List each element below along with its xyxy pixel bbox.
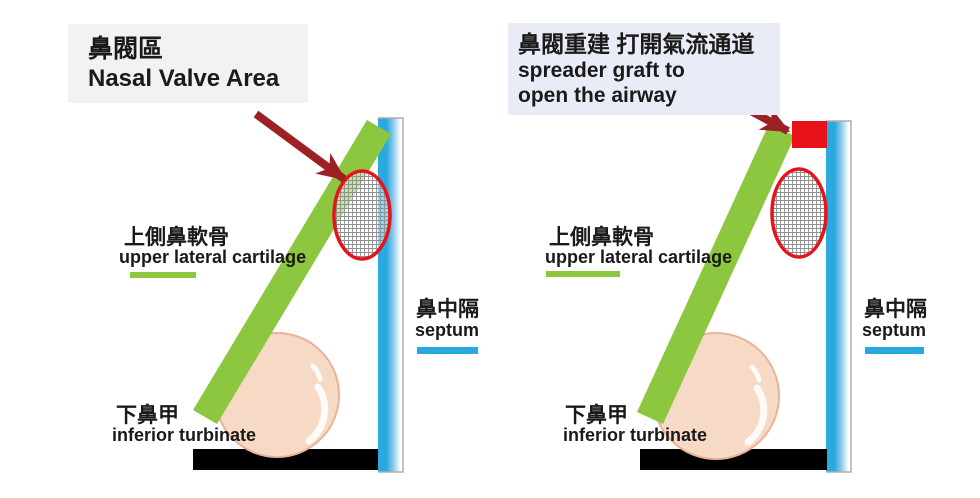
right-upper-lateral-label-zh: 上側鼻軟骨 bbox=[549, 226, 654, 249]
left-title-box: 鼻閥區 Nasal Valve Area bbox=[68, 24, 308, 103]
left-upper-lateral-label-en: upper lateral cartilage bbox=[119, 247, 307, 267]
right-inferior-turbinate-label-zh: 下鼻甲 bbox=[565, 404, 628, 427]
left-nasal-valve-ellipse bbox=[332, 169, 392, 261]
right-upper-lateral-cartilage-bar bbox=[637, 124, 795, 424]
left-title-en: Nasal Valve Area bbox=[88, 65, 280, 92]
right-title-box: 鼻閥重建 打開氣流通道 spreader graft to open the a… bbox=[508, 23, 780, 115]
left-ball-highlight-small bbox=[310, 363, 323, 382]
left-septum-label-zh: 鼻中隔 bbox=[416, 298, 479, 321]
right-green-legend-line bbox=[546, 271, 620, 277]
right-nasal-valve-ellipse bbox=[770, 167, 828, 259]
left-inferior-turbinate-label-zh: 下鼻甲 bbox=[116, 404, 179, 427]
spreader-graft-block bbox=[792, 121, 827, 148]
right-title-en-line1: spreader graft to bbox=[518, 59, 685, 82]
left-septum-label-en: septum bbox=[415, 320, 480, 340]
right-upper-lateral-label-en: upper lateral cartilage bbox=[545, 247, 733, 267]
left-blue-legend-line bbox=[417, 347, 478, 354]
right-ball-highlight-small bbox=[749, 364, 762, 383]
right-septum-bar bbox=[826, 120, 852, 473]
right-septum-label-en: septum bbox=[862, 320, 927, 340]
left-title-zh: 鼻閥區 bbox=[88, 35, 164, 63]
left-inferior-turbinate-label-en: inferior turbinate bbox=[112, 425, 257, 445]
left-green-legend-line bbox=[130, 272, 196, 278]
right-ball-highlight bbox=[744, 384, 768, 446]
right-floor-bar bbox=[640, 449, 827, 470]
right-blue-legend-line bbox=[865, 347, 924, 354]
left-ball-highlight bbox=[305, 383, 329, 445]
left-floor-bar bbox=[193, 449, 378, 470]
right-inferior-turbinate-label-en: inferior turbinate bbox=[563, 425, 708, 445]
right-septum-label-zh: 鼻中隔 bbox=[864, 298, 927, 321]
left-pointer-arrow bbox=[253, 110, 347, 183]
left-upper-lateral-label-zh: 上側鼻軟骨 bbox=[124, 226, 229, 249]
right-title-zh: 鼻閥重建 打開氣流通道 bbox=[518, 31, 755, 57]
left-septum-bar bbox=[378, 117, 404, 473]
right-title-en-line2: open the airway bbox=[518, 84, 677, 107]
